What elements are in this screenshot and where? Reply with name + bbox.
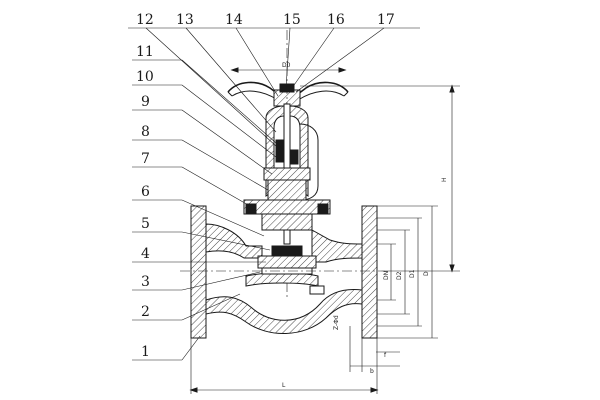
left-callouts: 1 2 3 4 5 6 7 8 9 10 11 bbox=[132, 44, 285, 361]
disc-nut bbox=[271, 245, 303, 257]
seat-partition bbox=[245, 272, 319, 287]
callout-17: 17 bbox=[377, 12, 395, 28]
l-dimension: L bbox=[189, 338, 379, 394]
valve-body bbox=[190, 205, 378, 339]
callout-15: 15 bbox=[283, 12, 301, 28]
bonnet-neck bbox=[261, 213, 313, 231]
callout-3-leader bbox=[181, 271, 261, 291]
handwheel-rim-right bbox=[297, 81, 349, 95]
callout-3: 3 bbox=[141, 274, 150, 290]
callout-17-leader bbox=[295, 27, 385, 93]
valve-disc bbox=[257, 255, 317, 269]
outlet-flange bbox=[361, 205, 378, 339]
top-callouts: 12 13 14 15 16 17 bbox=[128, 12, 420, 147]
yoke-outer-right bbox=[299, 123, 319, 201]
bolt-right bbox=[317, 203, 329, 215]
callout-14-leader bbox=[235, 27, 279, 97]
d2-label: D2 bbox=[396, 271, 403, 280]
callout-9-leader bbox=[181, 109, 273, 175]
d0-label: D0 bbox=[282, 62, 291, 69]
callout-9: 9 bbox=[141, 94, 150, 110]
callout-6-leader bbox=[181, 199, 265, 237]
d1-label: D1 bbox=[409, 269, 416, 278]
callout-1-leader bbox=[181, 335, 201, 361]
inlet-flange bbox=[190, 205, 207, 339]
body-upper-right-wall bbox=[311, 229, 363, 263]
callout-4: 4 bbox=[141, 246, 150, 262]
callout-7: 7 bbox=[141, 151, 150, 167]
callout-11-leader bbox=[181, 59, 285, 151]
callout-6: 6 bbox=[141, 184, 150, 200]
callout-2: 2 bbox=[141, 304, 150, 320]
body-lower-wall bbox=[205, 289, 363, 334]
l-arrow-right bbox=[370, 387, 379, 393]
body-upper-left-wall bbox=[205, 223, 263, 259]
h-arrow-bottom bbox=[449, 264, 455, 273]
callout-11: 11 bbox=[136, 44, 154, 60]
seat-ring bbox=[261, 267, 313, 275]
callout-12-leader bbox=[145, 27, 277, 147]
drain-port bbox=[309, 285, 325, 295]
handwheel-spoke-right bbox=[297, 90, 345, 101]
callout-5: 5 bbox=[141, 216, 150, 232]
callout-13: 13 bbox=[176, 12, 194, 28]
b-label: b bbox=[370, 368, 374, 375]
stuffing-box bbox=[267, 179, 307, 201]
handwheel-rim-ends bbox=[227, 91, 349, 97]
h-label: H bbox=[441, 177, 448, 182]
stem-nut-left bbox=[275, 139, 285, 163]
handwheel-spoke-left bbox=[231, 90, 279, 101]
d-label: D bbox=[423, 271, 430, 276]
handwheel: D0 bbox=[227, 62, 349, 107]
callout-7-leader bbox=[181, 166, 251, 207]
bolt-left bbox=[245, 203, 257, 215]
d0-arrow-right bbox=[338, 67, 347, 73]
packing-gland bbox=[263, 167, 311, 181]
z-dn-label: Z-Φd bbox=[333, 315, 340, 330]
right-dimensions: H D D1 D2 DN Z-Φd b f bbox=[300, 84, 460, 375]
callout-5-leader bbox=[181, 231, 271, 251]
h-arrow-top bbox=[449, 84, 455, 93]
callout-16: 16 bbox=[327, 12, 345, 28]
callout-8: 8 bbox=[141, 124, 150, 140]
callout-1: 1 bbox=[141, 344, 150, 360]
callout-10: 10 bbox=[136, 69, 154, 85]
yoke-bonnet bbox=[243, 105, 331, 231]
callout-14: 14 bbox=[225, 12, 243, 28]
f-label: f bbox=[384, 352, 387, 359]
callout-12: 12 bbox=[136, 12, 154, 28]
callout-8-leader bbox=[181, 139, 269, 191]
dn-label: DN bbox=[383, 271, 390, 280]
d0-arrow-left bbox=[230, 67, 239, 73]
callout-10-leader bbox=[181, 84, 281, 161]
l-label: L bbox=[282, 382, 286, 389]
callout-2-leader bbox=[181, 293, 241, 321]
handwheel-rim-left bbox=[227, 81, 279, 95]
bonnet-flange bbox=[243, 199, 331, 215]
stem-nut-right bbox=[289, 149, 299, 165]
l-arrow-left bbox=[189, 387, 198, 393]
callout-13-leader bbox=[185, 27, 277, 133]
callout-15-leader bbox=[285, 27, 291, 89]
callout-16-leader bbox=[291, 27, 335, 89]
